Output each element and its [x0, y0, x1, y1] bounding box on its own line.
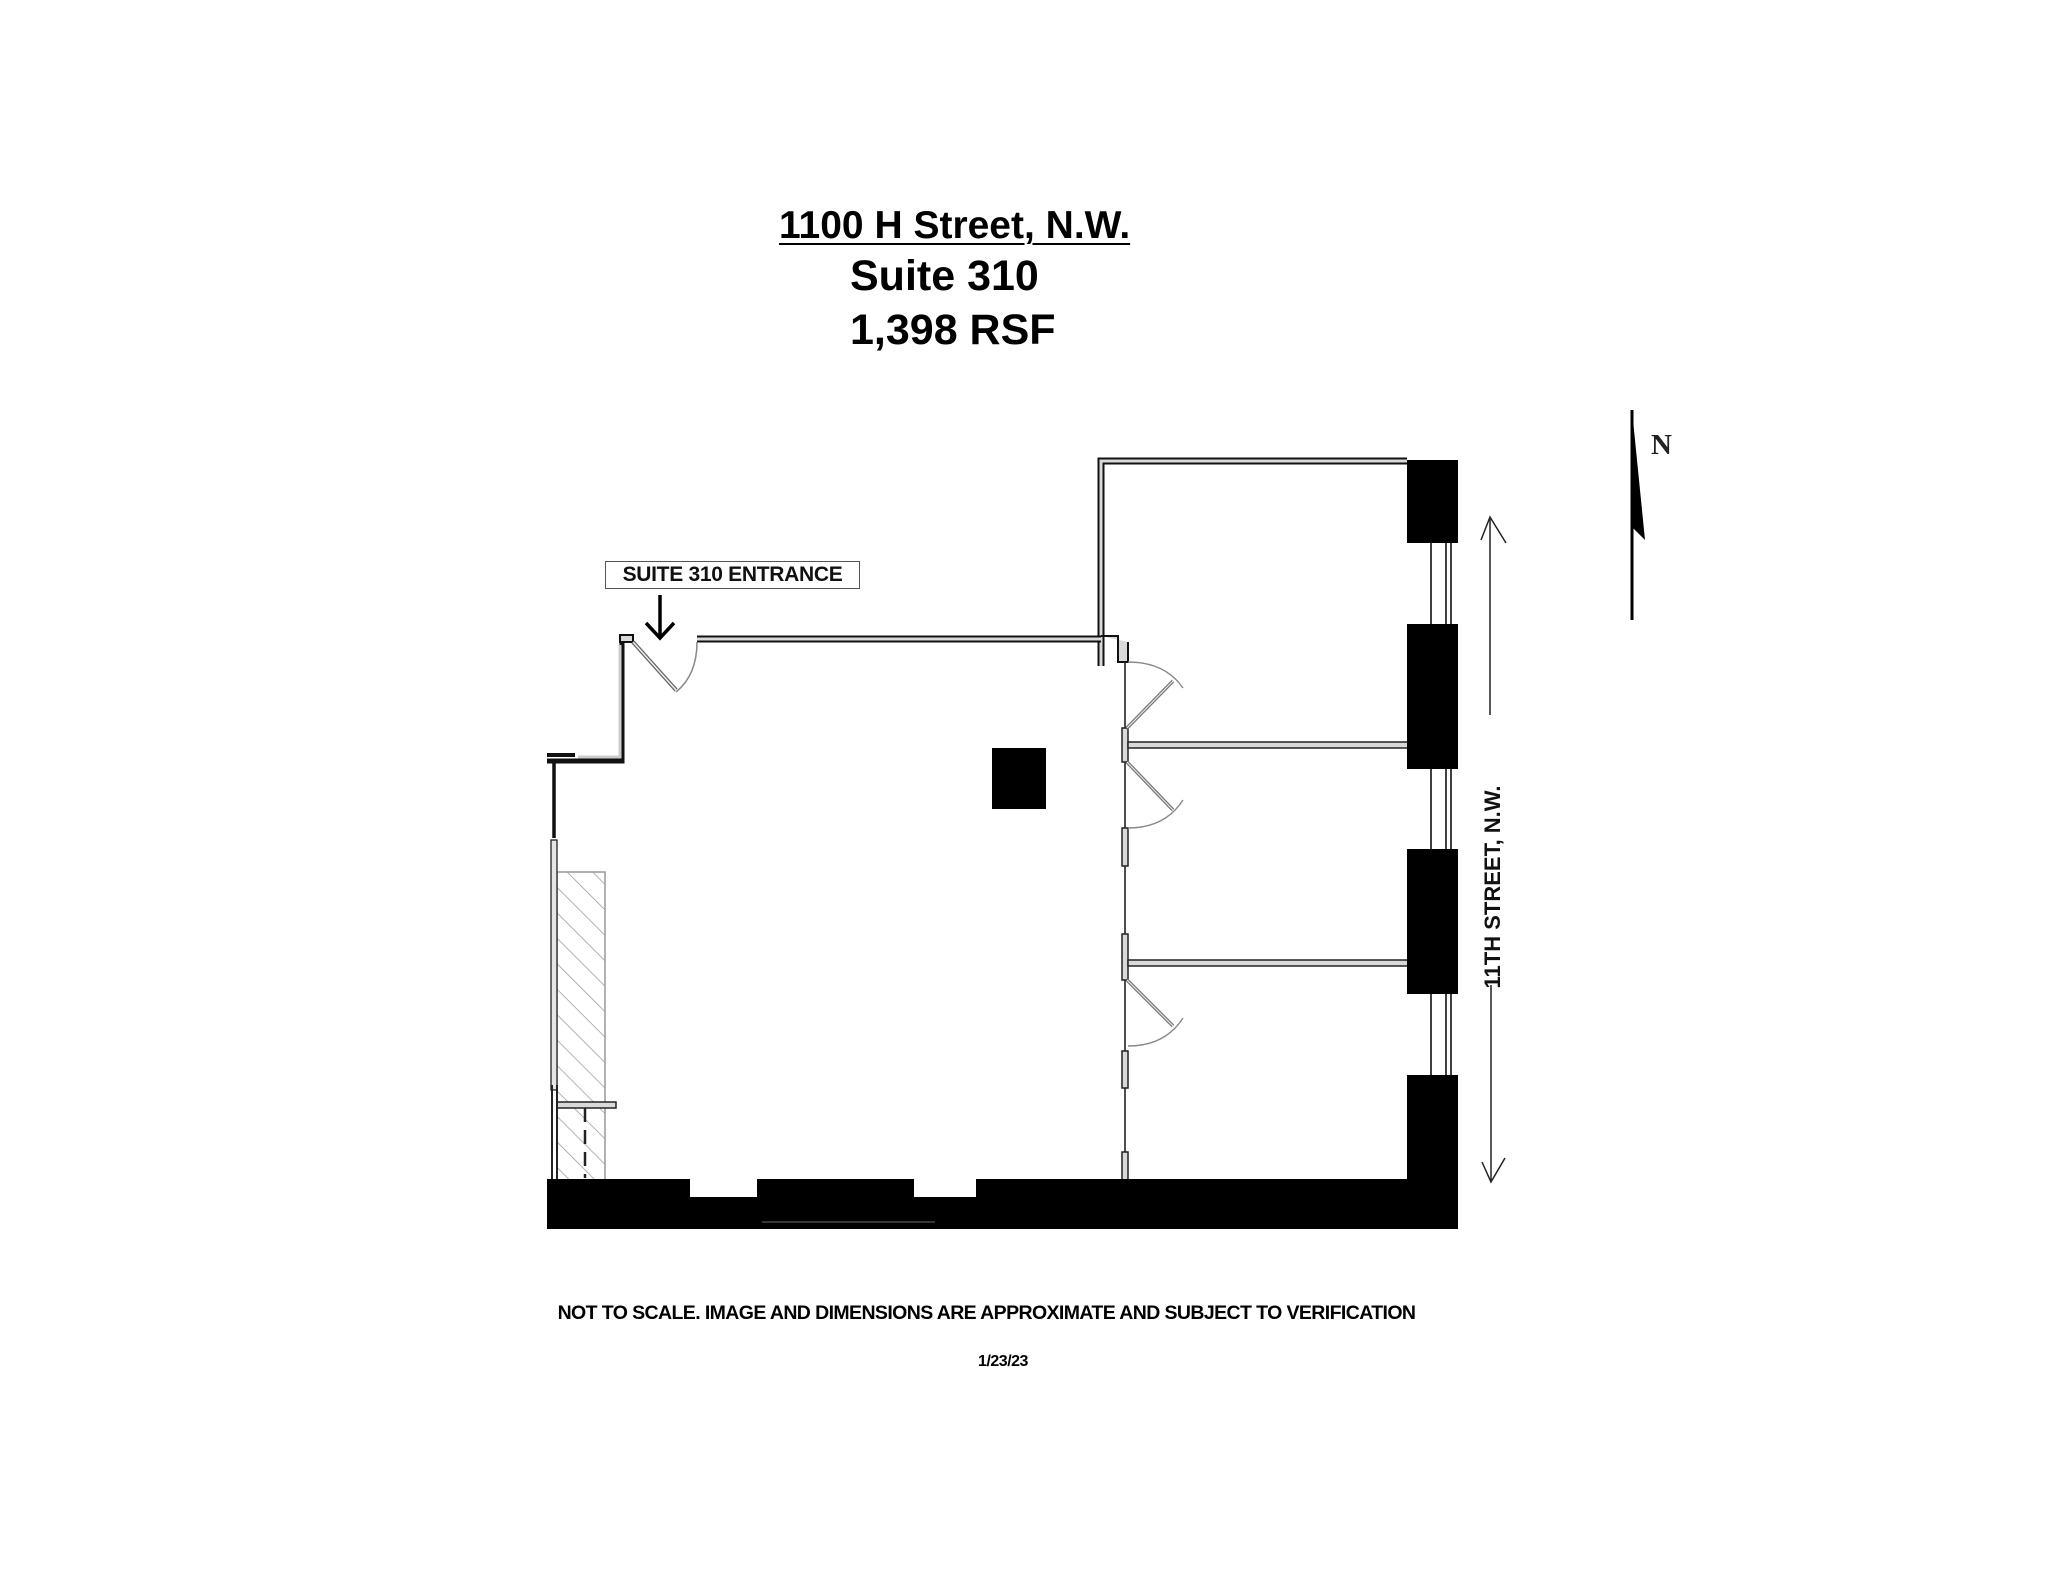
south-exterior-wall [547, 1179, 1458, 1229]
hatched-millwork [556, 871, 606, 1181]
north-room-wall [1097, 457, 1407, 666]
office-door-1 [1125, 661, 1184, 730]
office-door-2 [1125, 760, 1184, 829]
date-text: 1/23/23 [978, 1353, 1028, 1370]
corridor-jog-wall [547, 642, 625, 764]
office-partition-1 [1127, 741, 1409, 749]
north-label: N [1651, 429, 1672, 461]
suite-title: Suite 310 [850, 252, 1039, 300]
address-title: 1100 H Street, N.W. [779, 204, 1131, 247]
street-label: 11TH STREET, N.W. [1480, 785, 1505, 989]
office-door-3 [1125, 978, 1184, 1047]
office-partition-2 [1127, 959, 1409, 967]
entrance-label: SUITE 310 ENTRANCE [605, 561, 860, 589]
entrance-door [631, 640, 698, 693]
disclaimer-text: NOT TO SCALE. IMAGE AND DIMENSIONS ARE A… [557, 1302, 1416, 1324]
shelf [556, 1101, 617, 1109]
entrance-wall [619, 634, 1129, 663]
street-direction-arrow [1480, 515, 1507, 1184]
entrance-arrow-icon [644, 595, 676, 641]
area-title: 1,398 RSF [850, 306, 1056, 354]
north-arrow-icon [1630, 410, 1645, 620]
office-corridor-wall [1121, 662, 1129, 1181]
structural-column [992, 748, 1046, 809]
west-wall [550, 762, 558, 1180]
windows [1430, 543, 1452, 1075]
